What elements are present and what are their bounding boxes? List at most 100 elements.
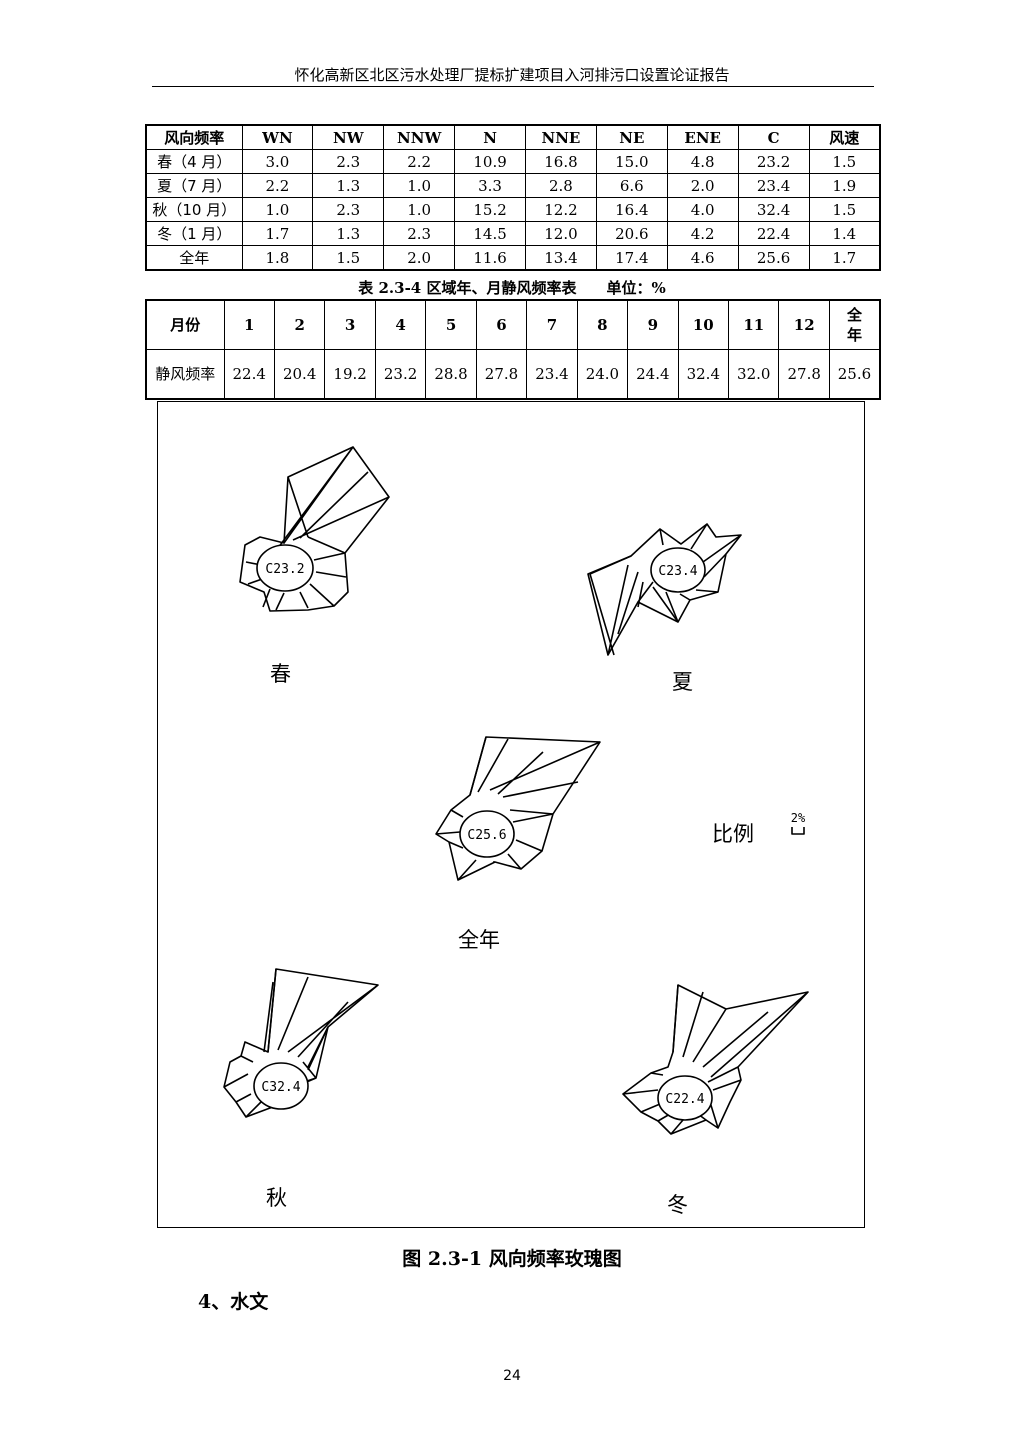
table-cell: 4.8	[666, 149, 739, 174]
rose-label-annual: 全年	[458, 928, 500, 952]
table-row: 春（4 月） 3.0 2.3 2.2 10.9 16.8 15.0 4.8 23…	[145, 149, 881, 174]
wind-frequency-table: 风向频率 WN NW NNW N NNE NE ENE C 风速 春（4 月） …	[145, 124, 881, 271]
table-cell: 2.8	[525, 173, 597, 198]
table-cell: 冬（1 月）	[145, 221, 243, 246]
table-cell: 27.8	[778, 349, 830, 400]
calm-circle-spring	[256, 544, 314, 592]
table-cell: 14.5	[454, 221, 526, 246]
table-cell: 1.9	[808, 173, 881, 198]
scale-value: 2%	[791, 811, 806, 825]
table-cell: 1.7	[808, 245, 881, 271]
table-header-cell: 8	[576, 299, 629, 350]
table-cell: 28.8	[425, 349, 477, 400]
table-header-cell: 风速	[808, 124, 881, 150]
table-cell: 春（4 月）	[145, 149, 243, 174]
table-cell: 2.3	[312, 197, 385, 222]
table-header-cell: 4	[374, 299, 427, 350]
table-cell: 24.4	[627, 349, 679, 400]
calm-label-spring: C23.2	[265, 562, 304, 577]
table-header-row: 月份 1 2 3 4 5 6 7 8 9 10 11 12 全年	[145, 299, 881, 350]
table-header-cell: WN	[241, 124, 314, 150]
table-cell: 1.0	[383, 173, 456, 198]
table-cell: 4.6	[666, 245, 739, 271]
table-header-cell: NW	[312, 124, 385, 150]
table-header-cell: ENE	[666, 124, 739, 150]
table-header-cell: NNW	[383, 124, 456, 150]
calm-circle-annual	[459, 810, 515, 858]
calm-circle-winter	[657, 1075, 713, 1121]
table-cell: 1.4	[808, 221, 881, 246]
table-header-cell: 5	[425, 299, 477, 350]
table-header-cell: 11	[728, 299, 780, 350]
table-header-cell: 全年	[828, 299, 881, 350]
rose-label-winter: 冬	[667, 1193, 688, 1217]
table-cell: 4.2	[666, 221, 739, 246]
table-cell: 22.4	[223, 349, 275, 400]
section-heading: 4、水文	[198, 1291, 269, 1313]
table-header-cell: 6	[475, 299, 528, 350]
table-cell: 2.3	[312, 149, 385, 174]
table-cell: 1.0	[383, 197, 456, 222]
calm-circle-summer	[650, 547, 706, 593]
scale-bar-icon	[791, 827, 805, 835]
table-cell: 全年	[145, 245, 243, 271]
table-cell: 1.3	[312, 221, 385, 246]
table-header-cell: 3	[324, 299, 376, 350]
wind-rose-winter	[622, 984, 809, 1135]
table-cell: 20.6	[595, 221, 668, 246]
table-row: 秋（10 月） 1.0 2.3 1.0 15.2 12.2 16.4 4.0 3…	[145, 197, 881, 222]
table-row: 全年 1.8 1.5 2.0 11.6 13.4 17.4 4.6 25.6 1…	[145, 245, 881, 271]
table-cell: 1.0	[241, 197, 314, 222]
header-rule	[152, 86, 874, 87]
table-cell: 24.0	[576, 349, 629, 400]
table-cell: 3.0	[241, 149, 314, 174]
table-cell: 秋（10 月）	[145, 197, 243, 222]
table-cell: 16.8	[525, 149, 597, 174]
calm-label-autumn: C32.4	[261, 1080, 300, 1095]
table-header-row: 风向频率 WN NW NNW N NNE NE ENE C 风速	[145, 124, 881, 150]
wind-rose-figure: C23.2 C23.4 C25.6 C32.4 C22.4 2% 春 夏 全年 …	[157, 401, 865, 1228]
table-cell: 4.0	[666, 197, 739, 222]
table-header-cell: 风向频率	[145, 124, 243, 150]
table-cell: 12.0	[525, 221, 597, 246]
table-cell: 23.4	[737, 173, 810, 198]
table-cell: 1.7	[241, 221, 314, 246]
table-cell: 32.0	[728, 349, 780, 400]
table-cell: 夏（7 月）	[145, 173, 243, 198]
table-header-cell: NE	[595, 124, 668, 150]
table-row: 静风频率 22.4 20.4 19.2 23.2 28.8 27.8 23.4 …	[145, 349, 881, 400]
table-cell: 23.2	[737, 149, 810, 174]
table-cell: 12.2	[525, 197, 597, 222]
calm-table-caption: 表 2.3-4 区域年、月静风频率表 单位：%	[358, 279, 666, 297]
page-number: 24	[503, 1368, 521, 1384]
table-header-cell: 7	[526, 299, 578, 350]
table-row: 冬（1 月） 1.7 1.3 2.3 14.5 12.0 20.6 4.2 22…	[145, 221, 881, 246]
table-cell: 2.2	[383, 149, 456, 174]
table-cell: 22.4	[737, 221, 810, 246]
table-cell: 10.9	[454, 149, 526, 174]
table-cell: 23.4	[526, 349, 578, 400]
figure-caption: 图 2.3-1 风向频率玫瑰图	[402, 1248, 622, 1270]
table-cell: 15.2	[454, 197, 526, 222]
table-cell: 32.4	[677, 349, 730, 400]
rose-label-spring: 春	[270, 662, 291, 686]
table-header-cell: 9	[627, 299, 679, 350]
calm-label-winter: C22.4	[665, 1092, 704, 1107]
table-cell: 3.3	[454, 173, 526, 198]
calm-frequency-table: 月份 1 2 3 4 5 6 7 8 9 10 11 12 全年 静风频率 22…	[145, 299, 881, 400]
table-cell: 1.8	[241, 245, 314, 271]
table-header-cell: NNE	[525, 124, 597, 150]
table-row: 夏（7 月） 2.2 1.3 1.0 3.3 2.8 6.6 2.0 23.4 …	[145, 173, 881, 198]
calm-circle-autumn	[253, 1062, 309, 1110]
table-header-cell: 月份	[145, 299, 225, 350]
table-row-label: 静风频率	[145, 349, 225, 400]
table-cell: 1.5	[808, 197, 881, 222]
table-cell: 16.4	[595, 197, 668, 222]
table-cell: 19.2	[324, 349, 376, 400]
table-cell: 2.0	[666, 173, 739, 198]
table-cell: 11.6	[454, 245, 526, 271]
wind-rose-summer	[587, 523, 742, 656]
table-cell: 27.8	[475, 349, 528, 400]
table-cell: 13.4	[525, 245, 597, 271]
table-cell: 32.4	[737, 197, 810, 222]
